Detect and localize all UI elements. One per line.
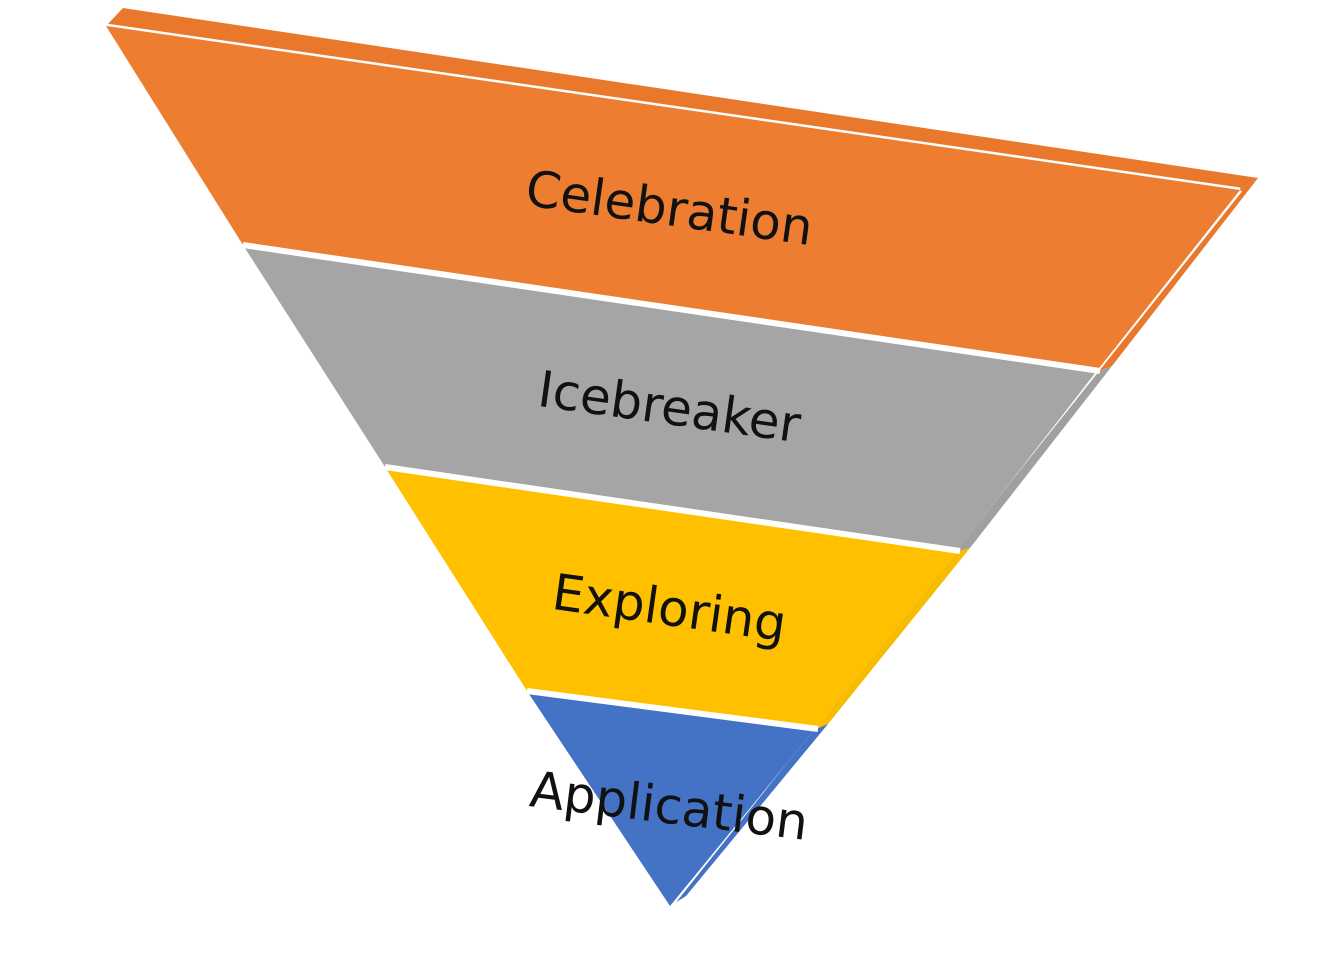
side-face-application <box>670 724 828 906</box>
side-face-exploring <box>814 548 970 730</box>
layer-application <box>527 691 814 906</box>
separator-1 <box>242 242 1101 374</box>
layer-exploring <box>385 467 956 730</box>
side-face-icebreaker <box>956 366 1112 552</box>
separator-2 <box>384 464 961 554</box>
separator-3 <box>526 688 819 732</box>
pyramid-top-edge <box>106 8 1258 190</box>
layer-celebration <box>106 26 1240 372</box>
